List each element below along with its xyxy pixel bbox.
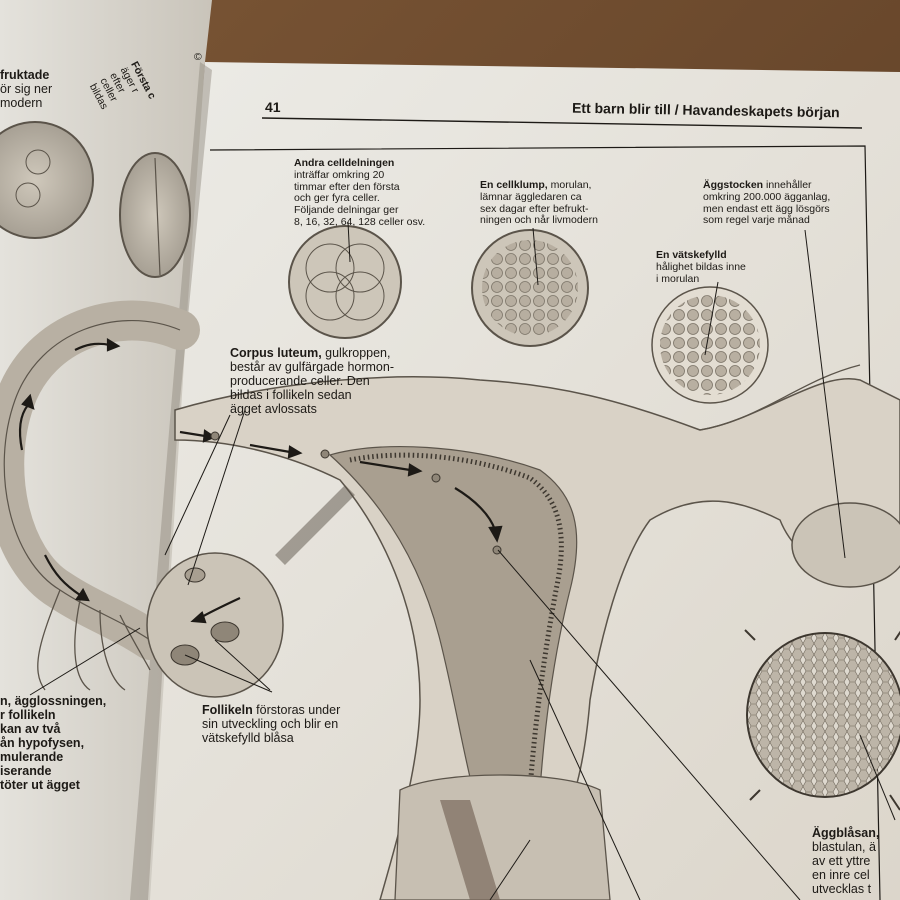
caption-follikeln: Follikeln förstoras under sin utveckling… <box>202 703 341 745</box>
first-division-illustration <box>119 152 191 278</box>
leader-lines <box>29 221 896 900</box>
caption-cellklump: En cellklump, morulan, lämnar äggledaren… <box>480 179 598 227</box>
right-tube <box>699 364 861 431</box>
morula-cells <box>471 229 589 347</box>
caption-corpus-luteum: Corpus luteum, gulkroppen, består av gul… <box>230 346 394 416</box>
fluid-morula-cells <box>651 286 769 404</box>
page-number: 41 <box>265 99 281 115</box>
second-division-cells <box>288 225 402 339</box>
left-ovulation-caption: n, ägglossningen, r follikeln kan av två… <box>0 694 107 792</box>
blastula-illustration <box>744 629 900 811</box>
figure-frame <box>209 145 881 900</box>
ovary-ligament <box>275 485 355 565</box>
caption-aggstocken: Äggstocken innehåller omkring 200.000 äg… <box>703 179 831 227</box>
follicle-1 <box>210 621 240 643</box>
left-tube-loop-outline <box>3 319 181 641</box>
right-ovary <box>791 502 900 588</box>
fertilized-egg-illustration <box>0 121 94 239</box>
caption-vatskefylld: En vätskefylld hålighet bildas inne i mo… <box>656 249 746 285</box>
caption-andra-celldelningen: Andra celldelningen inträffar omkring 20… <box>294 157 426 228</box>
gutter-shadow <box>130 62 212 900</box>
vaginal-canal <box>440 800 500 900</box>
egg-travel-arrows <box>18 338 503 624</box>
header-rule <box>261 117 863 129</box>
fimbriae <box>37 589 151 691</box>
follicle-3 <box>184 567 206 583</box>
corner-mark: © <box>194 51 202 63</box>
caption-aggblasan: Äggblåsan, blastulan, ä av ett yttre en … <box>812 826 880 896</box>
egg-cells <box>210 431 502 555</box>
left-label-fertilized: fruktade ör sig ner modern <box>0 68 53 110</box>
